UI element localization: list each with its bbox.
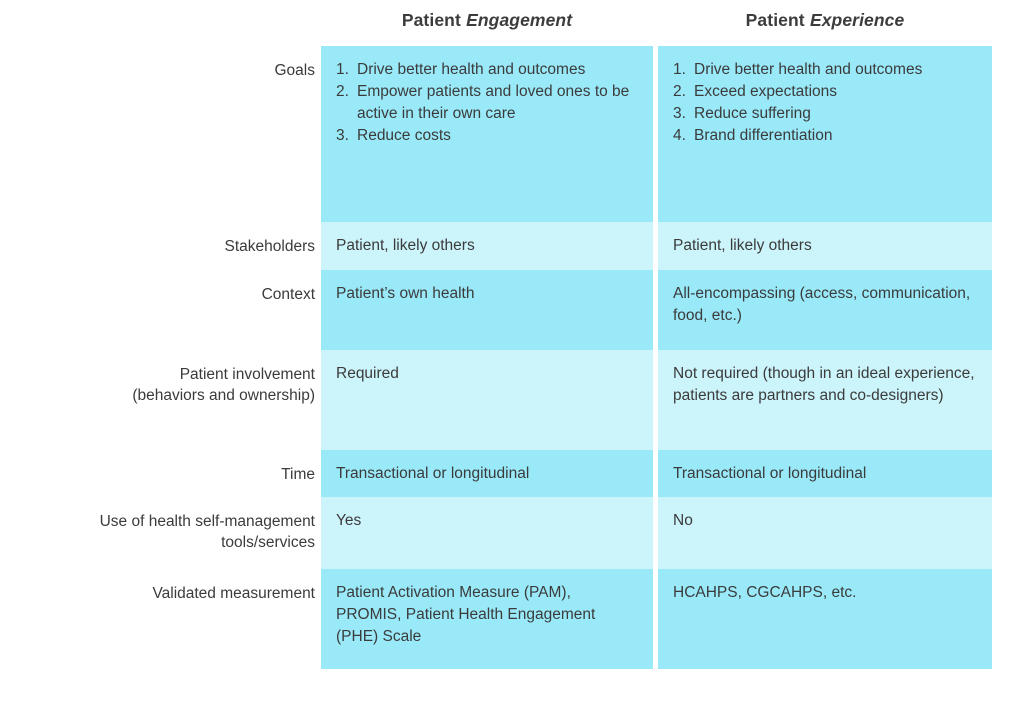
cell-text: Not required (though in an ideal experie… <box>673 365 975 404</box>
header-right-pad <box>992 0 1024 46</box>
list-item: Brand differentiation <box>673 125 833 147</box>
cell-text: Yes <box>336 512 362 529</box>
column-gutter <box>653 350 658 450</box>
cell-text: Transactional or longitudinal <box>336 465 530 482</box>
column-gutter <box>653 270 658 350</box>
cell-1-experience: Patient, likely others <box>658 222 992 270</box>
row-right-pad <box>992 497 1024 569</box>
cell-5-engagement: Yes <box>321 497 653 569</box>
list-item: Exceed expectations <box>673 81 838 103</box>
cell-4-experience: Transactional or longitudinal <box>658 450 992 497</box>
row-label-4: Time <box>0 450 321 497</box>
cell-5-experience: No <box>658 497 992 569</box>
cell-text: No <box>673 512 693 529</box>
cell-2-engagement: Patient’s own health <box>321 270 653 350</box>
row-right-pad <box>992 350 1024 450</box>
row-label-6: Validated measurement <box>0 569 321 669</box>
cell-1-engagement: Patient, likely others <box>321 222 653 270</box>
cell-3-experience: Not required (though in an ideal experie… <box>658 350 992 450</box>
column-gutter <box>653 222 658 270</box>
cell-text: Patient, likely others <box>673 237 812 254</box>
column-header-prefix: Patient <box>745 9 805 30</box>
cell-text: Transactional or longitudinal <box>673 465 867 482</box>
row-right-pad <box>992 46 1024 222</box>
row-label-2: Context <box>0 270 321 350</box>
row-label-0: Goals <box>0 46 321 222</box>
cell-3-engagement: Required <box>321 350 653 450</box>
row-right-pad <box>992 222 1024 270</box>
column-header-emphasis: Engagement <box>466 9 573 30</box>
list-item: Reduce costs <box>336 125 451 147</box>
row-right-pad <box>992 270 1024 350</box>
cell-text: Patient, likely others <box>336 237 475 254</box>
cell-text: All-encompassing (access, communication,… <box>673 285 971 324</box>
column-gutter <box>653 450 658 497</box>
column-gutter <box>653 569 658 669</box>
header-row-label-spacer <box>0 0 321 46</box>
row-right-pad <box>992 569 1024 669</box>
list-item: Drive better health and outcomes <box>336 59 586 81</box>
header-column-gutter <box>653 0 658 46</box>
row-right-pad <box>992 450 1024 497</box>
cell-4-engagement: Transactional or longitudinal <box>321 450 653 497</box>
column-header-emphasis: Experience <box>809 9 905 30</box>
column-gutter <box>653 46 658 222</box>
cell-text: Required <box>336 365 399 382</box>
cell-2-experience: All-encompassing (access, communication,… <box>658 270 992 350</box>
cell-text: Patient Activation Measure (PAM), PROMIS… <box>336 584 596 645</box>
cell-text: HCAHPS, CGCAHPS, etc. <box>673 584 857 601</box>
cell-6-engagement: Patient Activation Measure (PAM), PROMIS… <box>321 569 653 669</box>
list-item: Drive better health and outcomes <box>673 59 923 81</box>
list-item: Empower patients and loved ones to be ac… <box>336 81 630 122</box>
cell-6-experience: HCAHPS, CGCAHPS, etc. <box>658 569 992 669</box>
row-label-1: Stakeholders <box>0 222 321 270</box>
list-item: Reduce suffering <box>673 103 811 125</box>
column-header-prefix: Patient <box>401 9 461 30</box>
cell-text: Patient’s own health <box>336 285 475 302</box>
row-label-3: Patient involvement(behaviors and owners… <box>0 350 321 450</box>
column-gutter <box>653 497 658 569</box>
